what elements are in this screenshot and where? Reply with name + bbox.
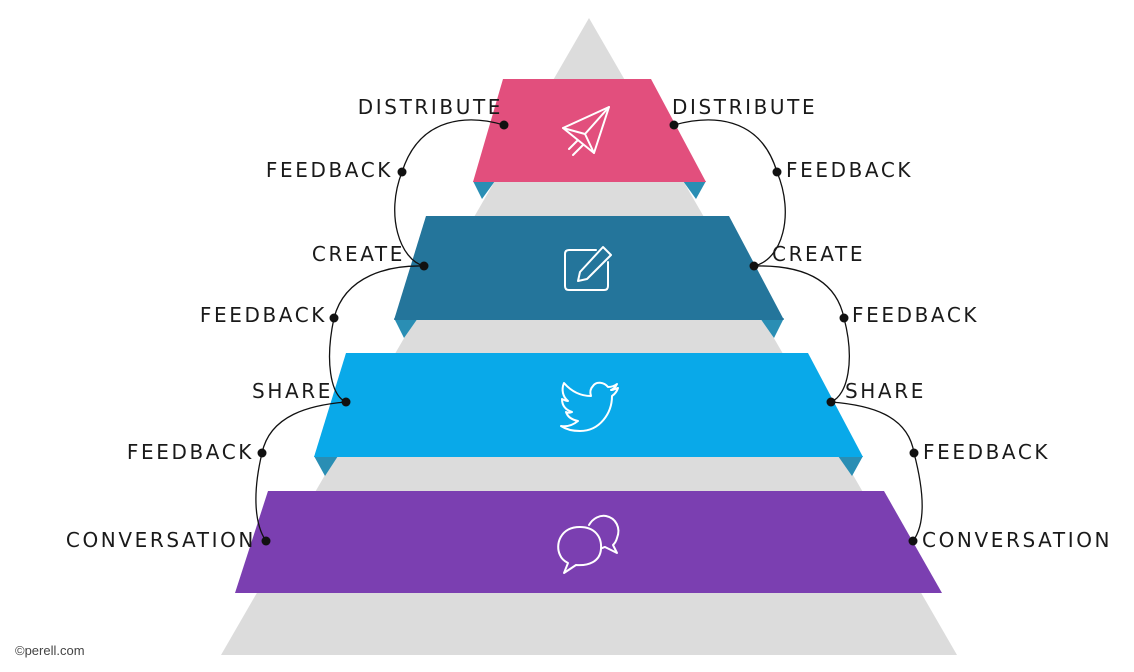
dot-right-share (826, 397, 836, 407)
create-fold-left (394, 318, 418, 338)
tier-create (394, 216, 784, 320)
dot-left-feedback-3 (257, 448, 267, 458)
right-label-distribute: DISTRIBUTE (672, 95, 818, 119)
dot-right-feedback-3 (909, 448, 919, 458)
dot-left-feedback-1 (397, 167, 407, 177)
dot-left-conversation (261, 536, 271, 546)
dot-right-distribute (669, 120, 679, 130)
create-fold-right (760, 318, 784, 338)
share-fold-left (314, 456, 338, 476)
dot-right-create (749, 261, 759, 271)
right-label-create: CREATE (772, 242, 866, 266)
right-label-feedback-2: FEEDBACK (852, 303, 980, 327)
right-label-share: SHARE (845, 379, 926, 403)
tier-conversation (235, 491, 942, 593)
copyright-credit: ©perell.com (15, 643, 85, 658)
dot-left-distribute (499, 120, 509, 130)
dot-right-feedback-1 (772, 167, 782, 177)
left-label-conversation: CONVERSATION (65, 528, 256, 552)
left-label-feedback-1: FEEDBACK (265, 158, 393, 182)
twitter-bird-icon (560, 381, 619, 432)
left-label-create: CREATE (311, 242, 405, 266)
paper-plane-icon (562, 106, 610, 156)
left-label-share: SHARE (252, 379, 333, 403)
dot-left-share (341, 397, 351, 407)
connector-dots (257, 120, 919, 546)
dot-left-create (419, 261, 429, 271)
share-fold-right (838, 456, 863, 476)
right-label-feedback-3: FEEDBACK (923, 440, 1051, 464)
tier-distribute (473, 79, 706, 182)
right-label-conversation: CONVERSATION (922, 528, 1113, 552)
chat-bubbles-icon (557, 514, 620, 574)
distribute-fold-left (473, 181, 495, 199)
left-label-feedback-2: FEEDBACK (199, 303, 327, 327)
edit-note-icon (564, 246, 612, 291)
distribute-fold-right (683, 181, 706, 199)
left-label-feedback-3: FEEDBACK (126, 440, 254, 464)
tier-share (314, 353, 863, 457)
left-label-distribute: DISTRIBUTE (357, 95, 503, 119)
right-label-feedback-1: FEEDBACK (786, 158, 914, 182)
dot-left-feedback-2 (329, 313, 339, 323)
dot-right-feedback-2 (839, 313, 849, 323)
dot-right-conversation (908, 536, 918, 546)
